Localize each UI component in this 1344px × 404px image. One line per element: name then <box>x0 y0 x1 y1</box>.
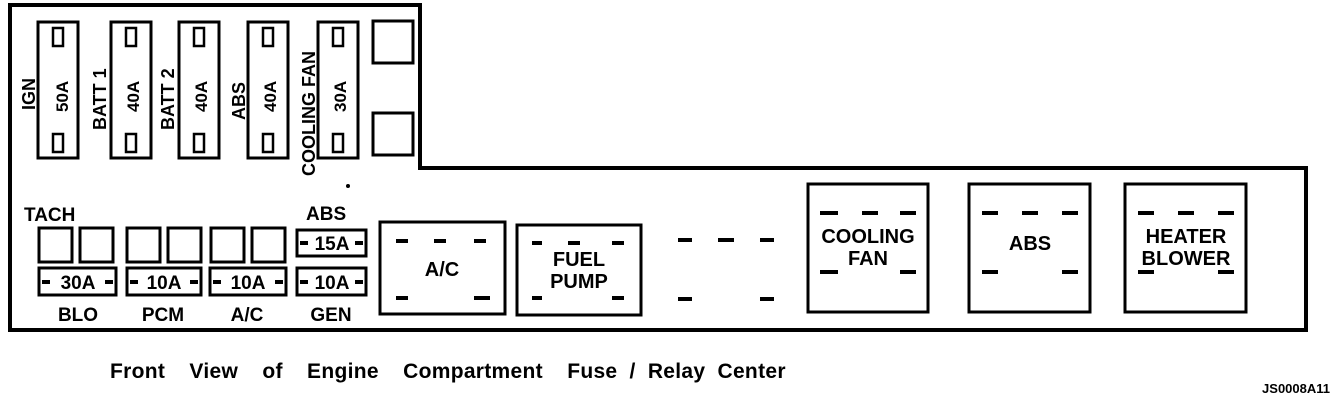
maxi-fuse-batt2: BATT 2 40A <box>158 20 221 160</box>
fuse-panel-outline <box>8 3 1308 332</box>
maxi-fuse-batt1: BATT 1 40A <box>90 20 153 160</box>
maxi-fuse-rating-batt2: 40A <box>192 81 211 112</box>
relay-label-pump: PUMP <box>550 271 608 293</box>
mini-fuse-gen: 10A <box>295 266 368 297</box>
relay-label-fuel: FUEL <box>553 249 605 271</box>
relay-label-ac: A/C <box>425 259 459 281</box>
maxi-fuse-label-cooling-fan: COOLING FAN <box>299 51 319 176</box>
mini-fuse-pcm: 10A <box>125 266 203 297</box>
maxi-fuse-rating-abs: 40A <box>261 81 280 112</box>
figure-caption: Front View of Engine Compartment Fuse / … <box>110 360 786 383</box>
relay-ac: A/C <box>378 220 507 316</box>
mini-fuse-cavity <box>250 226 287 264</box>
relay-label-fan: FAN <box>848 248 888 270</box>
mini-fuse-cavity <box>125 226 162 264</box>
mini-fuse-blo: 30A <box>37 266 118 297</box>
relay-label-cooling: COOLING <box>821 226 914 248</box>
relay-label-blower: BLOWER <box>1142 248 1231 270</box>
relay-fuel-pump: FUEL PUMP <box>515 223 643 317</box>
mini-fuse-ac: 10A <box>208 266 288 297</box>
maxi-fuse-label-ign: IGN <box>19 78 39 110</box>
mini-fuse-rating-abs: 15A <box>315 234 350 255</box>
relay-heater-blower: HEATER BLOWER <box>1123 182 1248 314</box>
relay-empty-position <box>678 238 774 301</box>
maxi-fuse-abs: ABS 40A <box>229 20 290 160</box>
mini-fuse-label-abs: ABS <box>306 204 346 225</box>
mini-fuse-rating-ac: 10A <box>231 273 266 294</box>
mini-fuse-label-blo: BLO <box>58 305 98 326</box>
maxi-fuse-rating-cooling-fan: 30A <box>331 81 350 112</box>
maxi-fuse-ign: IGN 50A <box>19 20 80 160</box>
relay-label-abs: ABS <box>1009 233 1051 255</box>
maxi-fuse-label-batt2: BATT 2 <box>158 68 178 130</box>
mini-fuse-rating-blo: 30A <box>61 273 96 294</box>
mini-fuse-label-gen: GEN <box>310 305 351 326</box>
mini-fuse-label-tach: TACH <box>24 205 75 226</box>
mini-fuse-abs: 15A <box>295 228 368 258</box>
mini-fuse-cavity <box>166 226 203 264</box>
mini-fuse-rating-gen: 10A <box>315 273 350 294</box>
mini-fuse-rating-pcm: 10A <box>147 273 182 294</box>
mini-fuse-label-pcm: PCM <box>142 305 184 326</box>
mini-fuse-cavity <box>37 226 74 264</box>
mini-fuse-cavity <box>78 226 115 264</box>
relay-label-heater: HEATER <box>1146 226 1227 248</box>
maxi-fuse-label-abs: ABS <box>229 82 249 120</box>
spare-cavity <box>371 19 415 65</box>
maxi-fuse-rating-ign: 50A <box>53 81 72 112</box>
marker-dot <box>346 184 350 188</box>
mini-fuse-cavity <box>209 226 246 264</box>
maxi-fuse-label-batt1: BATT 1 <box>90 68 110 130</box>
mini-fuse-label-ac: A/C <box>231 305 264 326</box>
relay-abs: ABS <box>967 182 1092 314</box>
maxi-fuse-rating-batt1: 40A <box>124 81 143 112</box>
maxi-fuse-cooling-fan: COOLING FAN 30A <box>299 20 360 176</box>
relay-cooling-fan: COOLING FAN <box>806 182 930 314</box>
figure-code: JS0008A11 <box>1262 381 1330 396</box>
spare-cavity <box>371 111 415 157</box>
